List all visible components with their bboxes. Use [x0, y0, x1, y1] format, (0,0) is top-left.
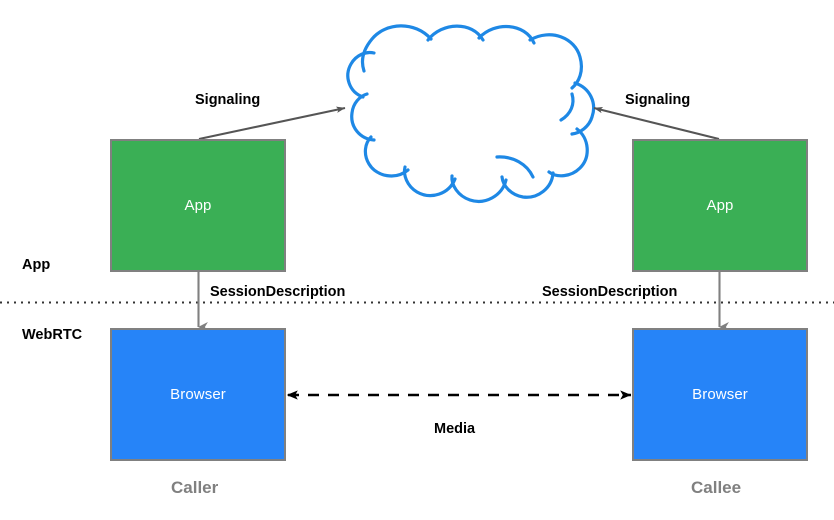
- caller-app-label: App: [184, 197, 212, 214]
- media-label: Media: [434, 421, 476, 437]
- session-description-label-right: SessionDescription: [542, 284, 678, 300]
- caller-app-box[interactable]: App: [110, 139, 286, 272]
- callee-browser-box[interactable]: Browser: [632, 328, 808, 461]
- app-layer-label: App: [22, 257, 51, 273]
- signaling-arrow-left: [198, 106, 346, 141]
- signaling-label-right: Signaling: [625, 92, 691, 108]
- callee-browser-label: Browser: [692, 386, 748, 403]
- callee-app-label: App: [706, 197, 734, 214]
- callee-role-label: Callee: [691, 478, 742, 497]
- caller-browser-label: Browser: [170, 386, 226, 403]
- session-description-label-left: SessionDescription: [210, 284, 346, 300]
- signaling-arrow-right: [593, 106, 720, 141]
- caller-browser-box[interactable]: Browser: [110, 328, 286, 461]
- webrtc-layer-label: WebRTC: [22, 327, 83, 343]
- signaling-label-left: Signaling: [195, 92, 261, 108]
- cloud-icon: [346, 24, 596, 203]
- callee-app-box[interactable]: App: [632, 139, 808, 272]
- caller-role-label: Caller: [171, 478, 219, 497]
